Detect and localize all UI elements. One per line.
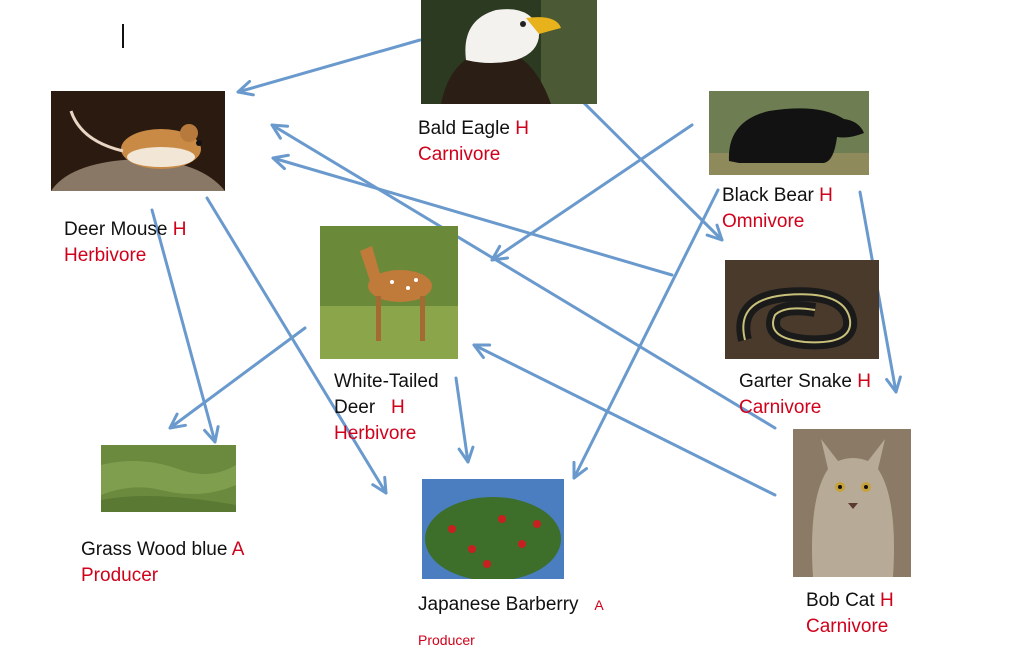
grass-wood-blue-tag: A (232, 539, 245, 560)
garter-snake-tag: H (857, 371, 871, 392)
garter-snake-name: Garter Snake (739, 371, 852, 392)
white-tailed-deer-name-line2: Deer (334, 397, 375, 418)
black-bear-tag: H (819, 185, 833, 206)
black-bear-name: Black Bear (722, 185, 814, 206)
white-tailed-deer-name-line1: White-Tailed (334, 371, 439, 392)
white-tailed-deer-role: Herbivore (334, 423, 416, 444)
garter-snake-role: Carnivore (739, 397, 821, 418)
bob-cat-label: Bob Cat H Carnivore (806, 588, 894, 640)
deer-mouse-tag: H (173, 219, 187, 240)
grass-wood-blue-label: Grass Wood blue A Producer (81, 537, 244, 589)
deer-mouse-label: Deer Mouse H Herbivore (64, 217, 187, 269)
white-tailed-deer-tag: H (391, 397, 405, 418)
japanese-barberry-name: Japanese Barberry (418, 594, 579, 615)
bald-eagle-label: Bald Eagle H Carnivore (418, 116, 529, 168)
bald-eagle-photo (421, 0, 597, 104)
bald-eagle-role: Carnivore (418, 144, 500, 165)
garter-snake-photo (725, 260, 879, 359)
deer-mouse-name: Deer Mouse (64, 219, 168, 240)
white-tailed-deer-photo (320, 226, 458, 359)
grass-wood-blue-role: Producer (81, 565, 158, 586)
japanese-barberry-label: Japanese Barberry A Producer (418, 592, 604, 662)
arrow-deer-to-grass (170, 328, 305, 428)
bob-cat-name: Bob Cat (806, 590, 875, 611)
deer-mouse-role: Herbivore (64, 245, 146, 266)
grass-wood-blue-name: Grass Wood blue (81, 539, 227, 560)
white-tailed-deer-label: White-Tailed Deer H Herbivore (334, 369, 439, 447)
japanese-barberry-role: Producer (418, 632, 475, 648)
arrow-eagle-to-mouse (238, 40, 420, 95)
bald-eagle-name: Bald Eagle (418, 118, 510, 139)
arrow-bear-to-barberry (574, 190, 718, 478)
black-bear-label: Black Bear H Omnivore (722, 183, 833, 235)
text-cursor (122, 24, 124, 48)
japanese-barberry-tag: A (594, 597, 603, 613)
arrow-deer-to-barberry (456, 378, 473, 462)
arrow-eagle-to-snake (573, 92, 722, 240)
bob-cat-photo (793, 429, 911, 577)
grass-wood-blue-photo (101, 445, 236, 512)
black-bear-role: Omnivore (722, 211, 804, 232)
deer-mouse-photo (51, 91, 225, 191)
garter-snake-label: Garter Snake H Carnivore (739, 369, 871, 421)
japanese-barberry-photo (422, 479, 564, 579)
bob-cat-tag: H (880, 590, 894, 611)
arrow-bobcat-to-deer (474, 345, 775, 495)
black-bear-photo (709, 91, 869, 175)
bald-eagle-tag: H (515, 118, 529, 139)
bob-cat-role: Carnivore (806, 616, 888, 637)
